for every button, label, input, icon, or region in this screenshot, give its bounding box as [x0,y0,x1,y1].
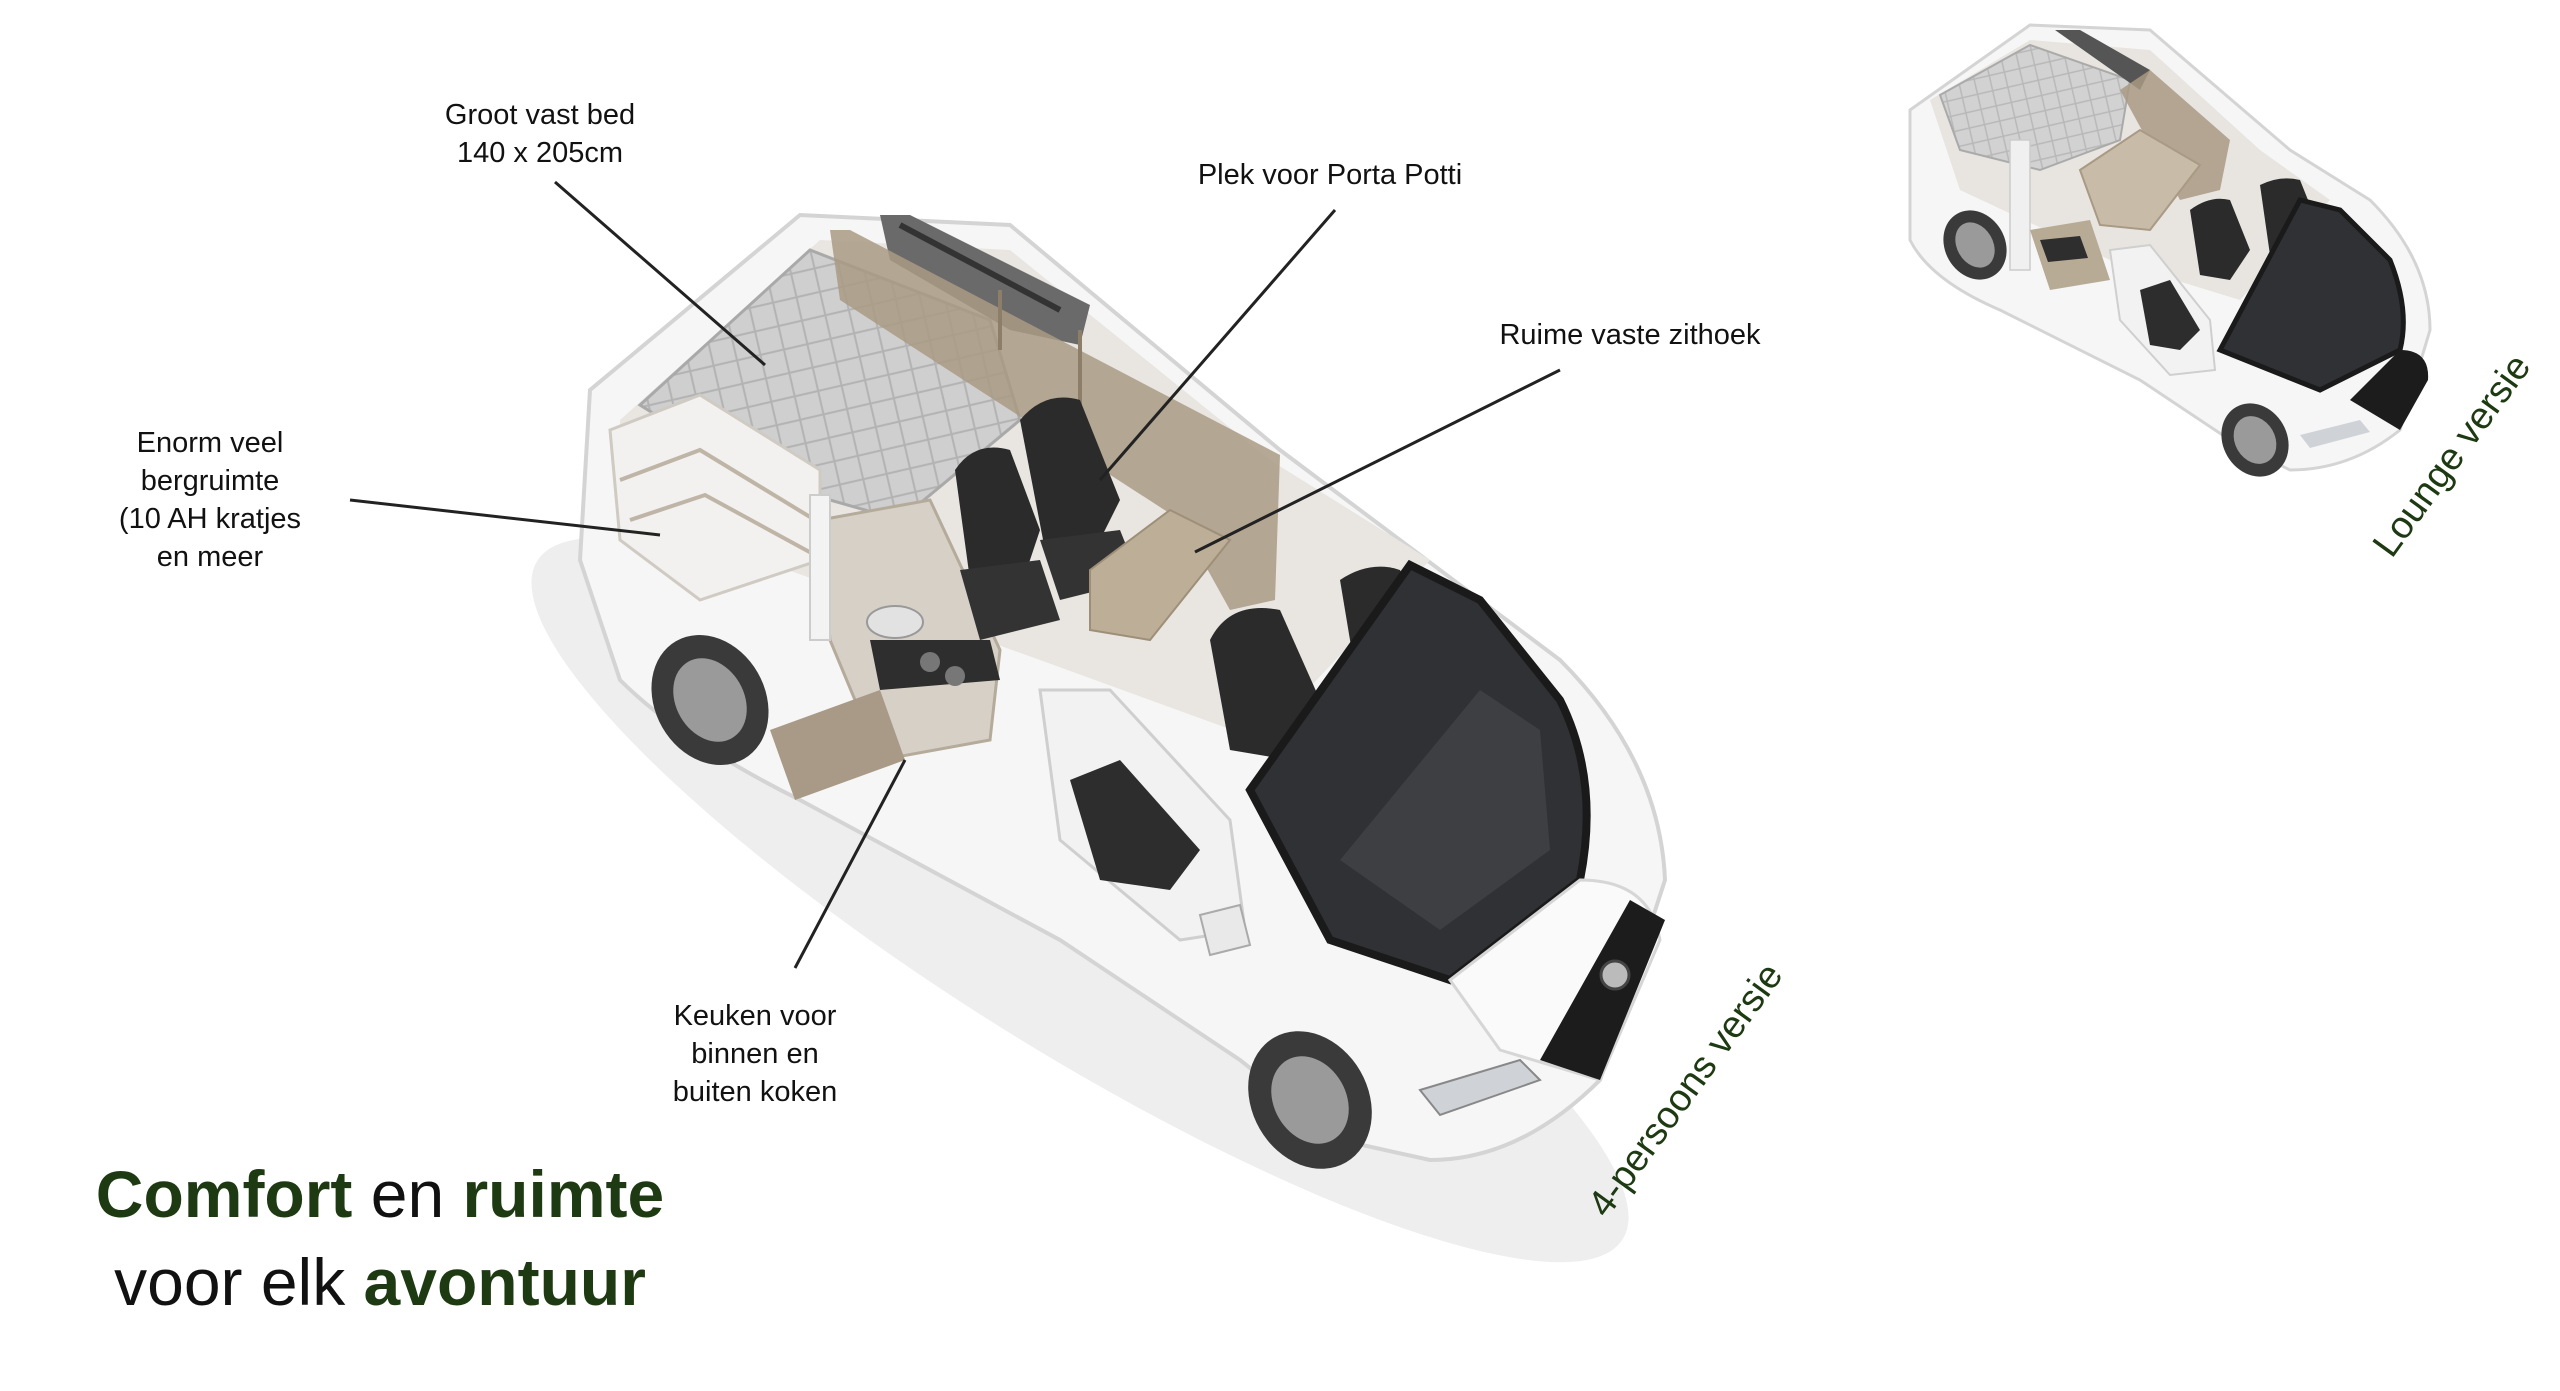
kitchen-callout-line-3: buiten koken [672,1076,838,1108]
seating-leader-line [1194,368,1561,554]
headline-line-1: Comfort en ruimte [40,1150,720,1238]
storage-callout-line-3: (10 AH kratjes [118,503,302,535]
porta-potti-leader-line [1098,209,1337,481]
bed-callout: Groot vast bed 140 x 205cm [390,96,690,172]
headline-word-voor-elk: voor elk [114,1245,364,1319]
storage-callout: Enorm veel bergruimte (10 AH kratjes en … [100,424,320,576]
lounge-van [1908,23,2432,477]
headline: Comfort en ruimte voor elk avontuur [40,1150,720,1326]
seating-callout: Ruime vaste zithoek [1499,319,1761,351]
bed-callout-line-2: 140 x 205cm [456,137,624,169]
main-van [531,212,1668,1263]
storage-callout-line-4: en meer [156,541,264,573]
storage-callout-line-1: Enorm veel [136,427,284,459]
bed-callout-line-1: Groot vast bed [444,99,636,131]
headline-word-avontuur: avontuur [363,1245,646,1319]
kitchen-callout: Keuken voor binnen en buiten koken [630,997,880,1111]
headline-word-en: en [352,1157,463,1231]
storage-leader-line [349,498,661,537]
porta-potti-callout: Plek voor Porta Potti [1197,159,1463,191]
kitchen-callout-line-1: Keuken voor [673,1000,837,1032]
headline-line-2: voor elk avontuur [40,1238,720,1326]
storage-callout-line-2: bergruimte [140,465,280,497]
kitchen-leader-line [793,759,907,969]
kitchen-callout-line-2: binnen en [691,1038,819,1070]
headline-word-comfort: Comfort [95,1157,353,1231]
headline-word-ruimte: ruimte [462,1157,665,1231]
bed-leader-line [554,180,766,367]
